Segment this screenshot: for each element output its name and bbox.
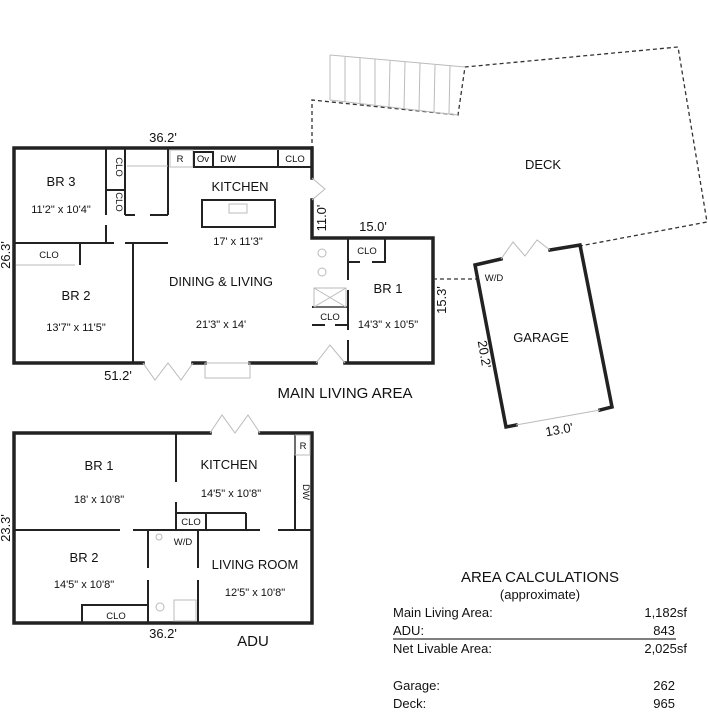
adu: R DW CLO W/D CLO BR 1 18' x 10'8" KITCHE… [0,414,314,650]
area-row-label: Main Living Area: [393,605,493,620]
oven-label: Ov [197,154,209,165]
garage-name: GARAGE [513,330,569,345]
sink-icon [228,203,248,214]
dishwasher-label: DW [220,154,236,165]
closet-label: CLO [320,312,340,323]
kitchen-size: 17' x 11'3" [213,236,263,248]
area-row-label: ADU: [393,623,424,638]
adu-refrigerator-label: R [300,441,307,452]
adu-kitchen-size: 14'5" x 10'8" [201,488,261,500]
adu-br1-size: 18' x 10'8" [74,494,124,506]
area-calc-title: AREA CALCULATIONS [461,569,619,586]
br3-name: BR 3 [47,174,76,189]
tub-icon [313,248,347,308]
closet-label: CLO [39,250,59,261]
garage-wd-label: W/D [485,273,504,284]
closet-label: CLO [285,154,305,165]
adu-dim-left: 23.3' [0,514,13,542]
stairs-icon [329,54,466,116]
br1-name: BR 1 [374,281,403,296]
area-row-value: 965 [653,696,675,711]
refrigerator-label: R [177,154,184,165]
door-icon [142,177,346,381]
closet-label: CLO [357,246,377,257]
deck-label: DECK [525,157,561,172]
adu-title: ADU [237,633,269,650]
main-living-area-title: MAIN LIVING AREA [277,385,412,402]
adu-dishwasher-label: DW [300,484,311,500]
adu-kitchen-name: KITCHEN [200,457,257,472]
deck-outline [311,46,708,247]
door-icon [209,414,261,434]
area-calculations: AREA CALCULATIONS (approximate) Main Liv… [393,569,687,711]
closet-label: CLO [181,517,201,528]
area-row-label: Net Livable Area: [393,641,492,656]
adu-br2-name: BR 2 [70,550,99,565]
garage: W/D GARAGE 20.2' 13.0' [433,239,615,440]
garage-dim-side: 20.2' [475,339,495,369]
dim-left: 26.3' [0,241,13,269]
closet-label: CLO [113,157,124,177]
br3-size: 11'2" x 10'4" [31,204,91,216]
area-row-value: 262 [653,678,675,693]
door-icon [500,239,551,260]
dim-br1-side: 15.3' [434,286,449,314]
br1-size: 14'3" x 10'5" [358,319,418,331]
shower-icon [173,599,197,622]
deck: DECK [311,46,708,247]
kitchen-island [201,199,276,228]
dining-living-name: DINING & LIVING [169,274,273,289]
toilet-icon [155,602,165,612]
dim-top: 36.2' [149,130,177,145]
dim-kitchen-side: 11.0' [314,205,329,232]
adu-wd-label: W/D [174,537,193,548]
washer-icon [155,533,163,541]
area-row-label: Deck: [393,696,426,711]
kitchen-name: KITCHEN [211,179,268,194]
area-row-value: 1,182sf [644,605,687,620]
closet-label: CLO [113,192,124,212]
area-row-label: Garage: [393,678,440,693]
dim-bottom: 51.2' [104,368,132,383]
adu-living-size: 12'5" x 10'8" [225,587,285,599]
dining-living-size: 21'3" x 14' [196,319,246,331]
br2-name: BR 2 [62,288,91,303]
br2-size: 13'7" x 11'5" [46,322,106,334]
adu-br2-size: 14'5" x 10'8" [54,579,114,591]
adu-dim-bottom: 36.2' [149,626,177,641]
dim-br1-top: 15.0' [359,219,387,234]
main-living-area: R Ov DW CLO CLO CLO CLO CLO CLO BR 3 11'… [0,130,449,402]
adu-living-name: LIVING ROOM [212,557,299,572]
area-calc-subtitle: (approximate) [500,587,580,602]
adu-br1-name: BR 1 [85,458,114,473]
garage-dim-bottom: 13.0' [544,420,574,440]
closet-label: CLO [106,611,126,622]
area-row-value: 2,025sf [644,641,687,656]
area-row-value: 843 [653,623,675,638]
